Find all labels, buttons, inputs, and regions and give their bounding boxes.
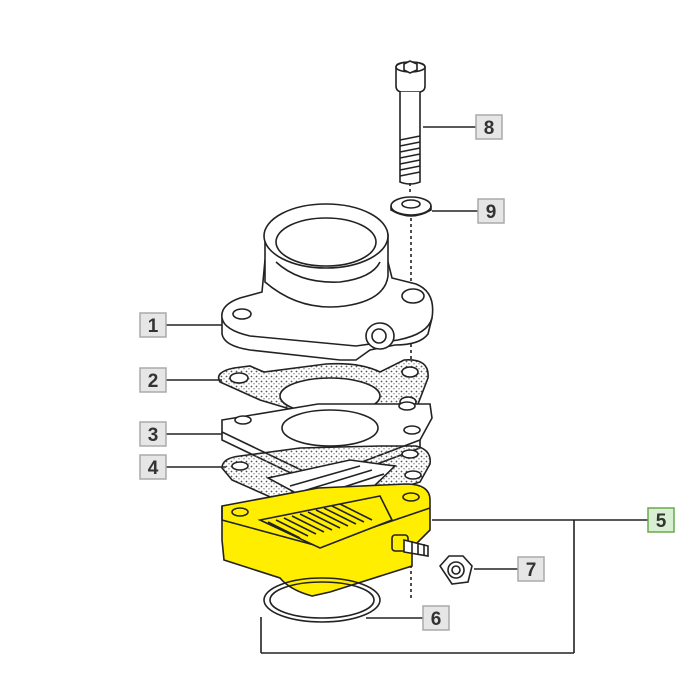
part-9-washer[interactable] <box>390 196 432 217</box>
part-5-thermostat-housing[interactable] <box>221 483 431 597</box>
callout-9[interactable]: 9 <box>477 198 505 224</box>
part-8-bolt[interactable] <box>395 60 426 185</box>
callout-7-label: 7 <box>526 560 537 581</box>
callout-8[interactable]: 8 <box>475 114 503 140</box>
callout-7[interactable]: 7 <box>517 556 545 582</box>
callout-9-label: 9 <box>486 202 497 223</box>
part-1-housing[interactable] <box>221 203 434 361</box>
callout-2-label: 2 <box>148 371 159 392</box>
part-3-plate[interactable] <box>221 401 433 487</box>
callout-8-label: 8 <box>484 118 495 139</box>
callout-2[interactable]: 2 <box>139 367 167 393</box>
callout-3[interactable]: 3 <box>139 421 167 447</box>
callout-6[interactable]: 6 <box>422 605 450 631</box>
callout-1[interactable]: 1 <box>139 312 167 338</box>
callout-4-label: 4 <box>148 458 159 479</box>
leader-lines <box>166 126 648 654</box>
callout-6-label: 6 <box>431 609 442 630</box>
callout-3-label: 3 <box>148 425 159 446</box>
part-6-o-ring[interactable] <box>263 577 381 623</box>
callout-4[interactable]: 4 <box>139 454 167 480</box>
callout-1-label: 1 <box>148 316 159 337</box>
callout-5[interactable]: 5 <box>647 507 675 533</box>
part-7-nut[interactable] <box>438 555 473 585</box>
callout-5-label: 5 <box>656 511 667 532</box>
